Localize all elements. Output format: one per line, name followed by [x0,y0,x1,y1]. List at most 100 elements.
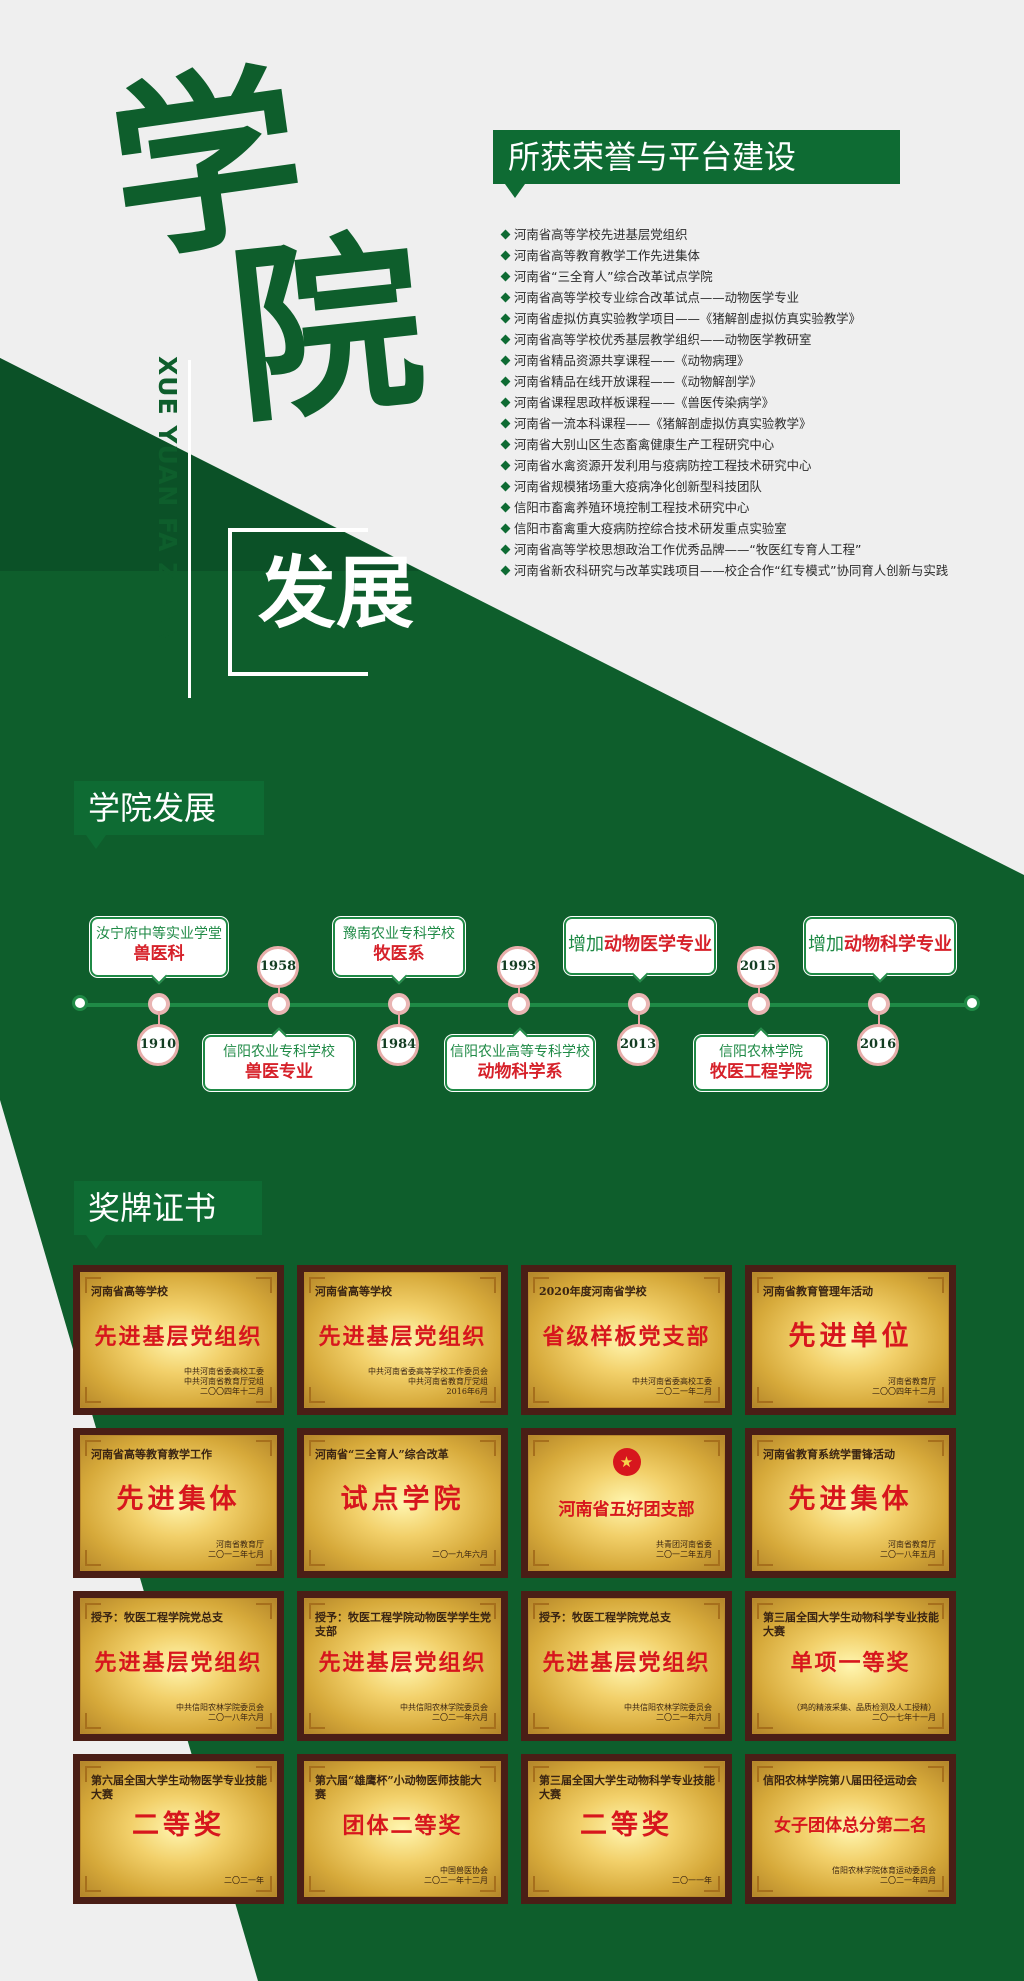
hero-char-yuan: 院 [220,208,434,451]
list-item: 信阳市畜禽重大疫病防控综合技术研发重点实验室 [500,518,948,539]
plaque-issuer: 二〇一一年 [672,1876,712,1885]
diamond-bullet-icon [500,397,511,408]
plaque-header: 信阳农林学院第八届田径运动会 [763,1774,917,1787]
plaque-header: 河南省教育管理年活动 [763,1285,873,1298]
diamond-bullet-icon [500,544,511,555]
plaque-header: 授予：牧医工程学院党总支 [91,1611,223,1624]
award-plaque: 第三届全国大学生动物科学专业技能大赛二等奖二〇一一年 [521,1754,732,1904]
plaque-title: 先进集体 [788,1484,913,1515]
plaque-title: 二等奖 [580,1810,673,1841]
timeline-stem [638,1011,640,1031]
timeline-start-cap [72,995,88,1011]
plaque-header: 河南省教育系统学雷锋活动 [763,1448,895,1461]
award-plaque: ★河南省五好团支部共青团河南省委二〇一二年五月 [521,1428,732,1578]
diamond-bullet-icon [500,250,511,261]
timeline-stem [158,1011,160,1031]
year-badge: 1958 [257,946,299,988]
plaque-issuer: 中共河南省委高校工委中共河南省教育厅党组二〇〇四年十二月 [184,1367,264,1396]
plaque-header: 河南省高等教育教学工作 [91,1448,212,1461]
timeline-event: 增加动物医学专业 [564,917,716,983]
list-item: 信阳市畜禽养殖环境控制工程技术研究中心 [500,497,948,518]
award-plaque: 第三届全国大学生动物科学专业技能大赛单项一等奖（鸡的精液采集、品质检测及人工授精… [745,1591,956,1741]
plaque-issuer: 河南省教育厅二〇一八年五月 [880,1540,936,1559]
plaque-header: 授予：牧医工程学院动物医学学生党支部 [315,1611,491,1638]
plaque-title: 二等奖 [132,1810,225,1841]
plaque-issuer: 河南省教育厅二〇一二年七月 [208,1540,264,1559]
award-plaque: 河南省教育管理年活动先进单位河南省教育厅二〇〇四年十二月 [745,1265,956,1415]
diamond-bullet-icon [500,271,511,282]
diamond-bullet-icon [500,418,511,429]
year-badge: 1984 [377,1024,419,1066]
list-item: 河南省高等学校专业综合改革试点——动物医学专业 [500,287,948,308]
list-item: 河南省新农科研究与改革实践项目——校企合作“红专模式”协同育人创新与实践 [500,560,948,581]
diamond-bullet-icon [500,439,511,450]
award-plaque: 河南省高等教育教学工作先进集体河南省教育厅二〇一二年七月 [73,1428,284,1578]
plaque-title: 先进基层党组织 [318,1324,487,1350]
plaque-issuer: 中共河南省委高校工委二〇二一年二月 [632,1377,712,1396]
plaque-header: 第六届“雄鹰杯”小动物医师技能大赛 [315,1774,482,1801]
plaque-issuer: 二〇二一年 [224,1876,264,1885]
plaque-title: 先进基层党组织 [94,1324,263,1350]
diamond-bullet-icon [500,292,511,303]
award-plaque: 第六届全国大学生动物医学专业技能大赛二等奖二〇二一年 [73,1754,284,1904]
timeline-event: 增加动物科学专业 [804,917,956,983]
plaque-title: 单项一等奖 [790,1650,911,1676]
list-item: 河南省“三全育人”综合改革试点学院 [500,266,948,287]
list-item: 河南省高等教育教学工作先进集体 [500,245,948,266]
plaque-header: 第三届全国大学生动物科学专业技能大赛 [539,1774,715,1801]
plaque-issuer: 中国兽医协会二〇二一年十二月 [424,1866,488,1885]
plaque-title: 先进单位 [788,1321,913,1352]
diamond-bullet-icon [500,565,511,576]
award-plaque: 2020年度河南省学校省级样板党支部中共河南省委高校工委二〇二一年二月 [521,1265,732,1415]
list-item: 河南省规模猪场重大疫病净化创新型科技团队 [500,476,948,497]
plaque-title: 团体二等奖 [342,1813,463,1839]
year-badge: 1993 [497,946,539,988]
award-plaque: 河南省教育系统学雷锋活动先进集体河南省教育厅二〇一八年五月 [745,1428,956,1578]
list-item: 河南省高等学校先进基层党组织 [500,224,948,245]
plaque-title: 先进基层党组织 [542,1650,711,1676]
timeline-stem [278,983,280,997]
plaque-title: 试点学院 [340,1484,465,1515]
honors-list: 河南省高等学校先进基层党组织 河南省高等教育教学工作先进集体 河南省“三全育人”… [500,224,948,581]
list-item: 河南省精品资源共享课程——《动物病理》 [500,350,948,371]
timeline-event: 豫南农业专科学校 牧医系 [333,917,465,985]
diamond-bullet-icon [500,481,511,492]
hero-subtitle: 发展 [258,549,415,639]
timeline-stem [518,983,520,997]
award-plaque: 授予：牧医工程学院动物医学学生党支部先进基层党组织中共信阳农林学院委员会二〇二一… [297,1591,508,1741]
timeline-stem [878,1011,880,1031]
year-badge: 1910 [137,1024,179,1066]
plaque-issuer: 共青团河南省委二〇一二年五月 [656,1540,712,1559]
plaque-title: 省级样板党支部 [542,1324,711,1350]
year-badge: 2016 [857,1024,899,1066]
plaque-issuer: 中共信阳农林学院委员会二〇一八年六月 [176,1703,264,1722]
plaque-title: 先进基层党组织 [318,1650,487,1676]
honors-heading: 所获荣誉与平台建设 [493,130,900,198]
award-plaque: 河南省“三全育人”综合改革试点学院二〇一九年六月 [297,1428,508,1578]
plaque-header: 河南省高等学校 [315,1285,392,1298]
list-item: 河南省高等学校优秀基层教学组织——动物医学教研室 [500,329,948,350]
hero-divider [188,360,191,698]
list-item: 河南省水禽资源开发利用与疫病防控工程技术研究中心 [500,455,948,476]
diamond-bullet-icon [500,376,511,387]
plaque-header: 河南省高等学校 [91,1285,168,1298]
award-plaque: 信阳农林学院第八届田径运动会女子团体总分第二名信阳农林学院体育运动委员会二〇二一… [745,1754,956,1904]
award-plaque: 授予：牧医工程学院党总支先进基层党组织中共信阳农林学院委员会二〇一八年六月 [73,1591,284,1741]
diamond-bullet-icon [500,313,511,324]
timeline-event: 信阳农业高等专科学校 动物科学系 [445,1027,595,1091]
list-item: 河南省大别山区生态畜禽健康生产工程研究中心 [500,434,948,455]
list-item: 河南省虚拟仿真实验教学项目——《猪解剖虚拟仿真实验教学》 [500,308,948,329]
plaque-title: 先进基层党组织 [94,1650,263,1676]
diamond-bullet-icon [500,229,511,240]
timeline-end-cap [964,995,980,1011]
plaque-header: 第三届全国大学生动物科学专业技能大赛 [763,1611,939,1638]
list-item: 河南省精品在线开放课程——《动物解剖学》 [500,371,948,392]
youth-league-emblem-icon: ★ [612,1448,641,1476]
award-plaque: 授予：牧医工程学院党总支先进基层党组织中共信阳农林学院委员会二〇二一年六月 [521,1591,732,1741]
plaque-title: 女子团体总分第二名 [774,1816,927,1836]
awards-heading: 奖牌证书 [74,1181,262,1249]
diamond-bullet-icon [500,460,511,471]
year-badge: 2013 [617,1024,659,1066]
